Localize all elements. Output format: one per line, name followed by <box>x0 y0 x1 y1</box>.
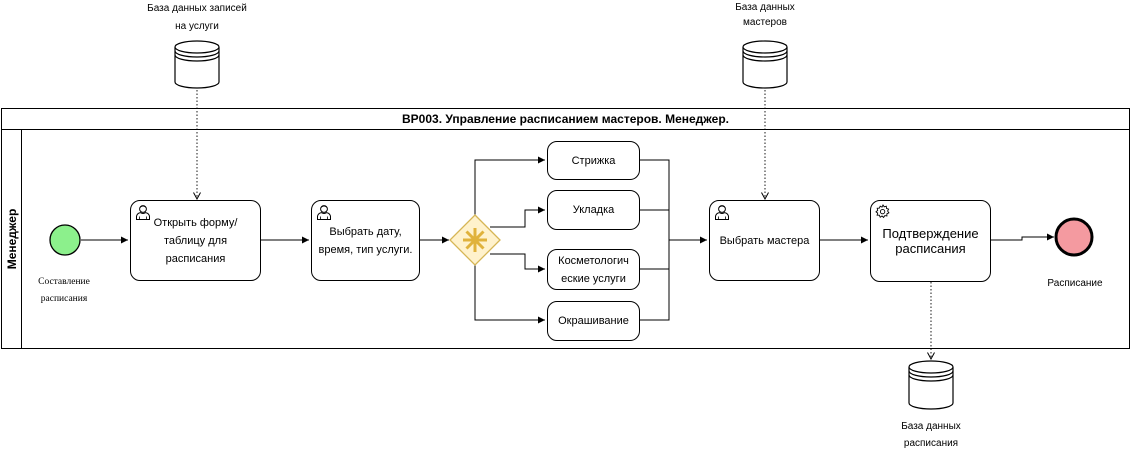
task-label: Окрашивание <box>558 315 629 327</box>
end-event-label: Расписание <box>1047 278 1103 289</box>
end-event[interactable] <box>1054 217 1094 257</box>
task-open-form[interactable]: Открыть форму/таблицу для расписания <box>130 200 261 281</box>
user-icon <box>136 205 150 220</box>
database-icon[interactable] <box>908 360 954 410</box>
task-haircut[interactable]: Стрижка <box>547 141 640 180</box>
task-label: Выбрать мастера <box>719 234 810 247</box>
flow-gateway-to-coloring <box>474 265 545 324</box>
datastore-label-masters: База данных мастеров <box>735 2 795 28</box>
task-label: Открыть форму/таблицу для расписания <box>153 216 238 265</box>
task-coloring[interactable]: Окрашивание <box>547 301 640 341</box>
task-label: Косметологические услуги <box>558 254 629 285</box>
flow-gateway-to-cosmetology <box>490 253 545 273</box>
flow-gateway-to-haircut <box>474 156 545 215</box>
flow-confirm-to-end <box>991 233 1054 241</box>
gear-icon <box>875 204 890 219</box>
task-select-master[interactable]: Выбрать мастера <box>709 200 820 281</box>
user-icon <box>317 205 331 220</box>
task-label: Выбрать дату, время, тип услуги. <box>318 225 413 256</box>
lane-header: Менеджер <box>2 130 22 348</box>
task-label: Укладка <box>572 204 615 216</box>
task-styling[interactable]: Укладка <box>547 190 640 230</box>
flow-gateway-to-styling <box>490 206 545 228</box>
lane-label: Менеджер <box>4 208 19 270</box>
complex-gateway-icon[interactable] <box>449 214 501 266</box>
task-cosmetology[interactable]: Косметологические услуги <box>547 249 640 290</box>
database-icon[interactable] <box>174 40 220 89</box>
task-select-date[interactable]: Выбрать дату, время, тип услуги. <box>311 200 420 281</box>
user-icon <box>715 205 729 220</box>
sequence-flows <box>81 156 1054 324</box>
pool-title: ВР003. Управление расписанием мастеров. … <box>2 109 1129 130</box>
database-icon[interactable] <box>742 40 788 89</box>
datastore-label-bookings: База данных записей на услуги <box>147 3 247 32</box>
pool: ВР003. Управление расписанием мастеров. … <box>1 108 1130 349</box>
start-event-label: Составление расписания <box>38 277 90 304</box>
task-label: Стрижка <box>571 154 616 167</box>
task-label: Подтверждение расписания <box>882 226 979 256</box>
task-confirm[interactable]: Подтверждение расписания <box>870 200 991 282</box>
datastore-label-schedule: База данных расписания <box>901 421 961 449</box>
start-event[interactable] <box>49 224 81 256</box>
